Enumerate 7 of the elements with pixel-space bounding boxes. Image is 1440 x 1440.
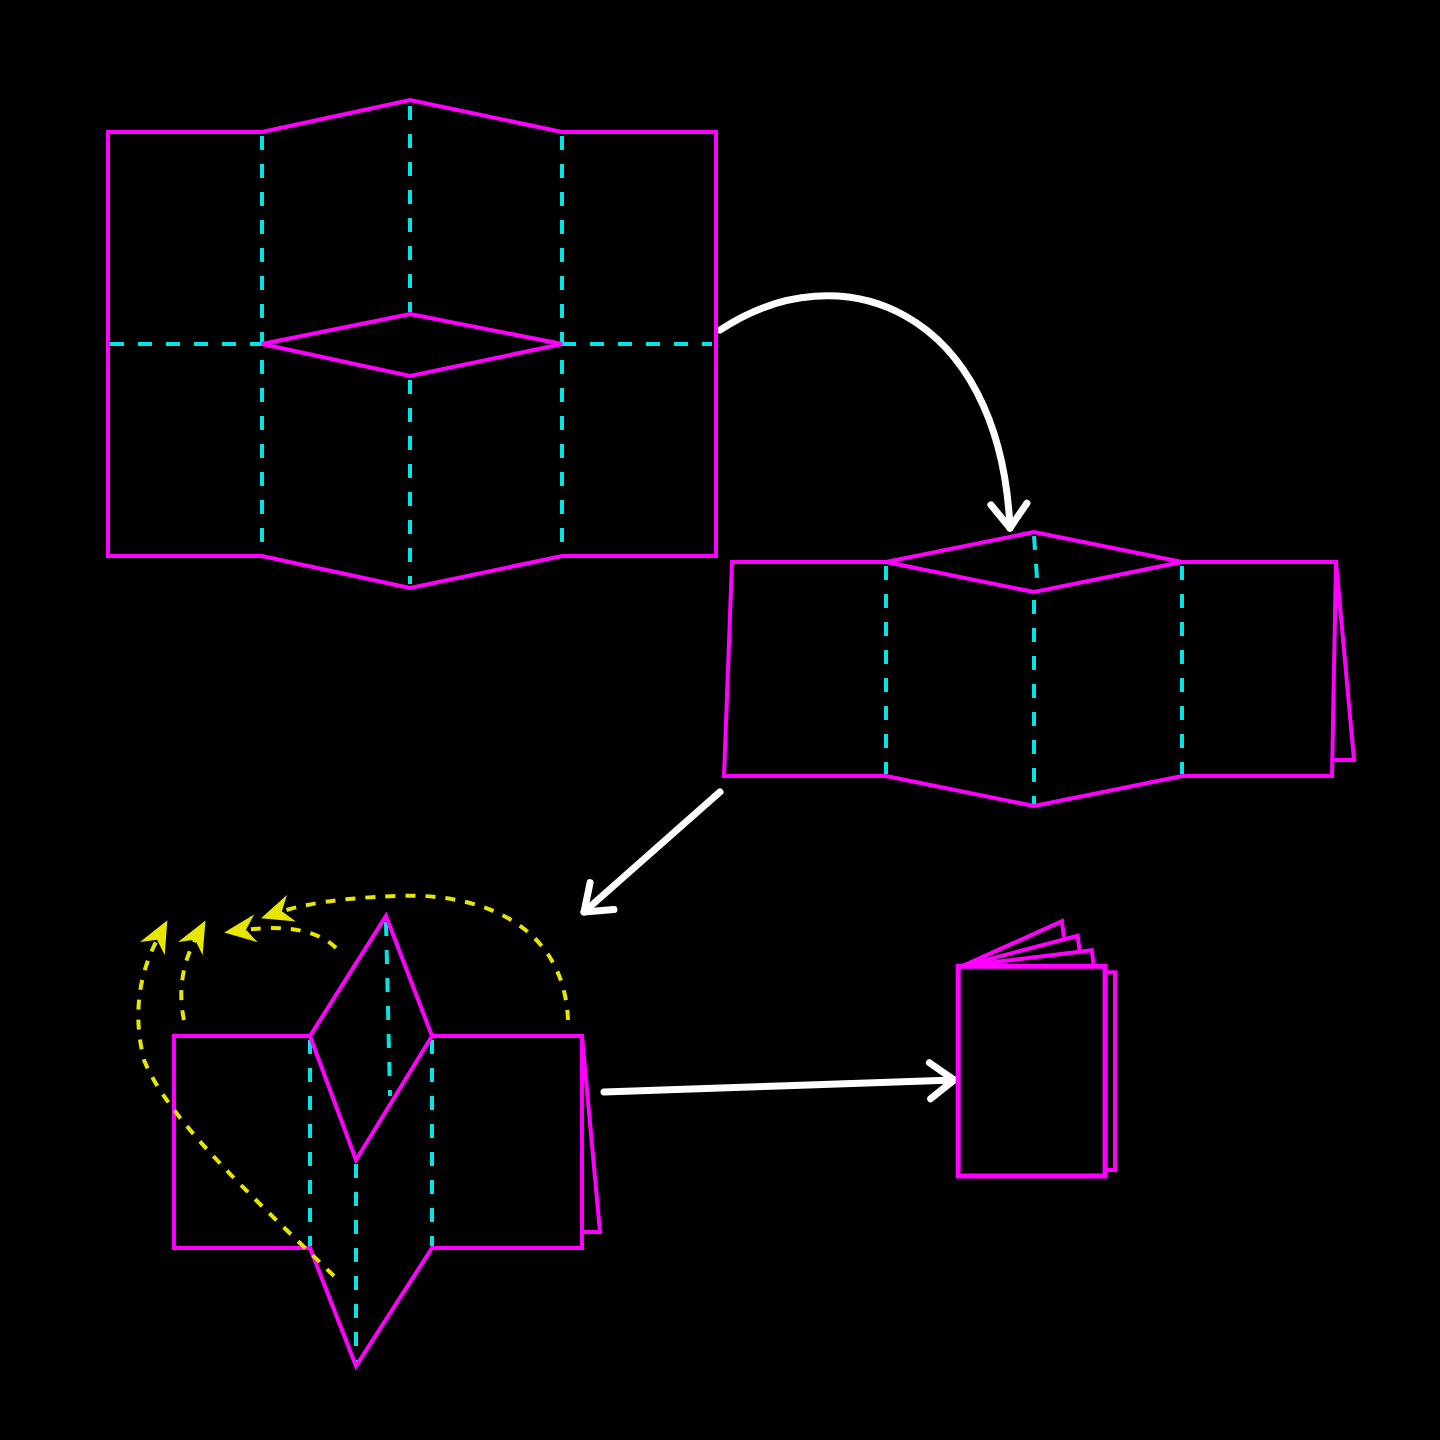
- flat-sheet-drawing: [104, 96, 720, 592]
- folded-sheet-drawing: [720, 528, 1358, 810]
- booklet-drawing: [954, 916, 1120, 1180]
- arrow: [716, 292, 1029, 532]
- arrow: [600, 1059, 958, 1103]
- arrow: [580, 788, 724, 916]
- folding-step-drawing: [170, 912, 604, 1370]
